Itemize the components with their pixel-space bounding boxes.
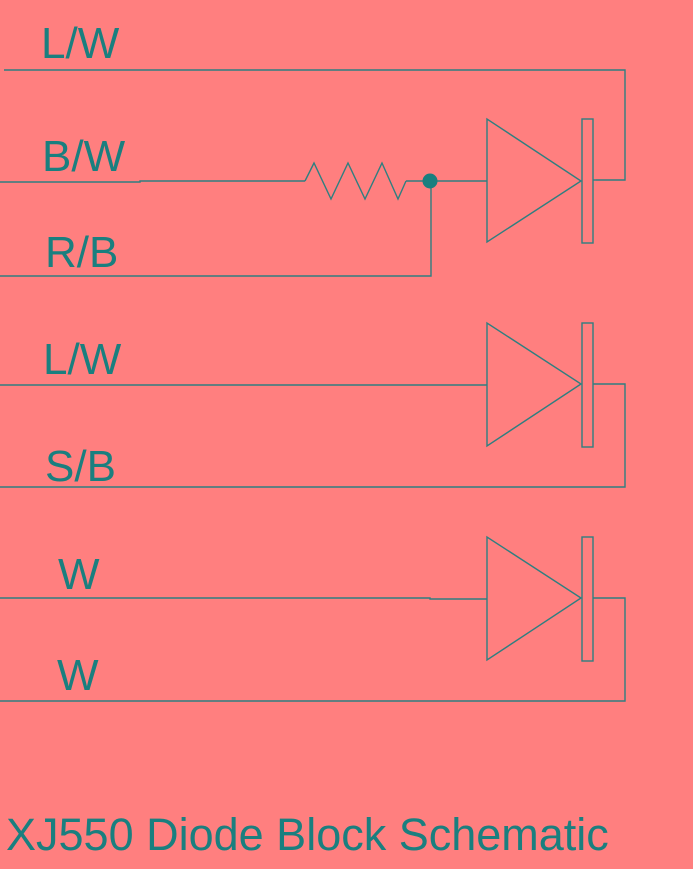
diode-3-triangle [486, 535, 583, 662]
resistor [304, 161, 407, 201]
wire-lw-top [4, 69, 626, 181]
wire-label-sb: S/B [45, 442, 116, 491]
wire-label-rb: R/B [45, 228, 119, 277]
diode-2-triangle [486, 321, 583, 448]
wire-label-w-upper: W [58, 550, 100, 599]
wire-rb [0, 181, 432, 277]
wire-w-upper [0, 597, 487, 600]
diode-2-cathode-bar [581, 322, 594, 448]
wire-bw [0, 180, 305, 183]
junction-dot [422, 173, 438, 189]
diode-1-cathode-bar [581, 118, 594, 244]
wire-label-bw: B/W [42, 132, 126, 181]
schematic-title: XJ550 Diode Block Schematic [6, 809, 609, 860]
diode-3-cathode-bar [581, 536, 594, 662]
wire-label-lw-top: L/W [41, 19, 120, 68]
diode-1-triangle [486, 117, 583, 244]
wire-label-lw-middle: L/W [43, 335, 122, 384]
wire-label-w-lower: W [57, 651, 99, 700]
wire-w-lower [0, 597, 626, 702]
wire-sb [0, 383, 626, 488]
